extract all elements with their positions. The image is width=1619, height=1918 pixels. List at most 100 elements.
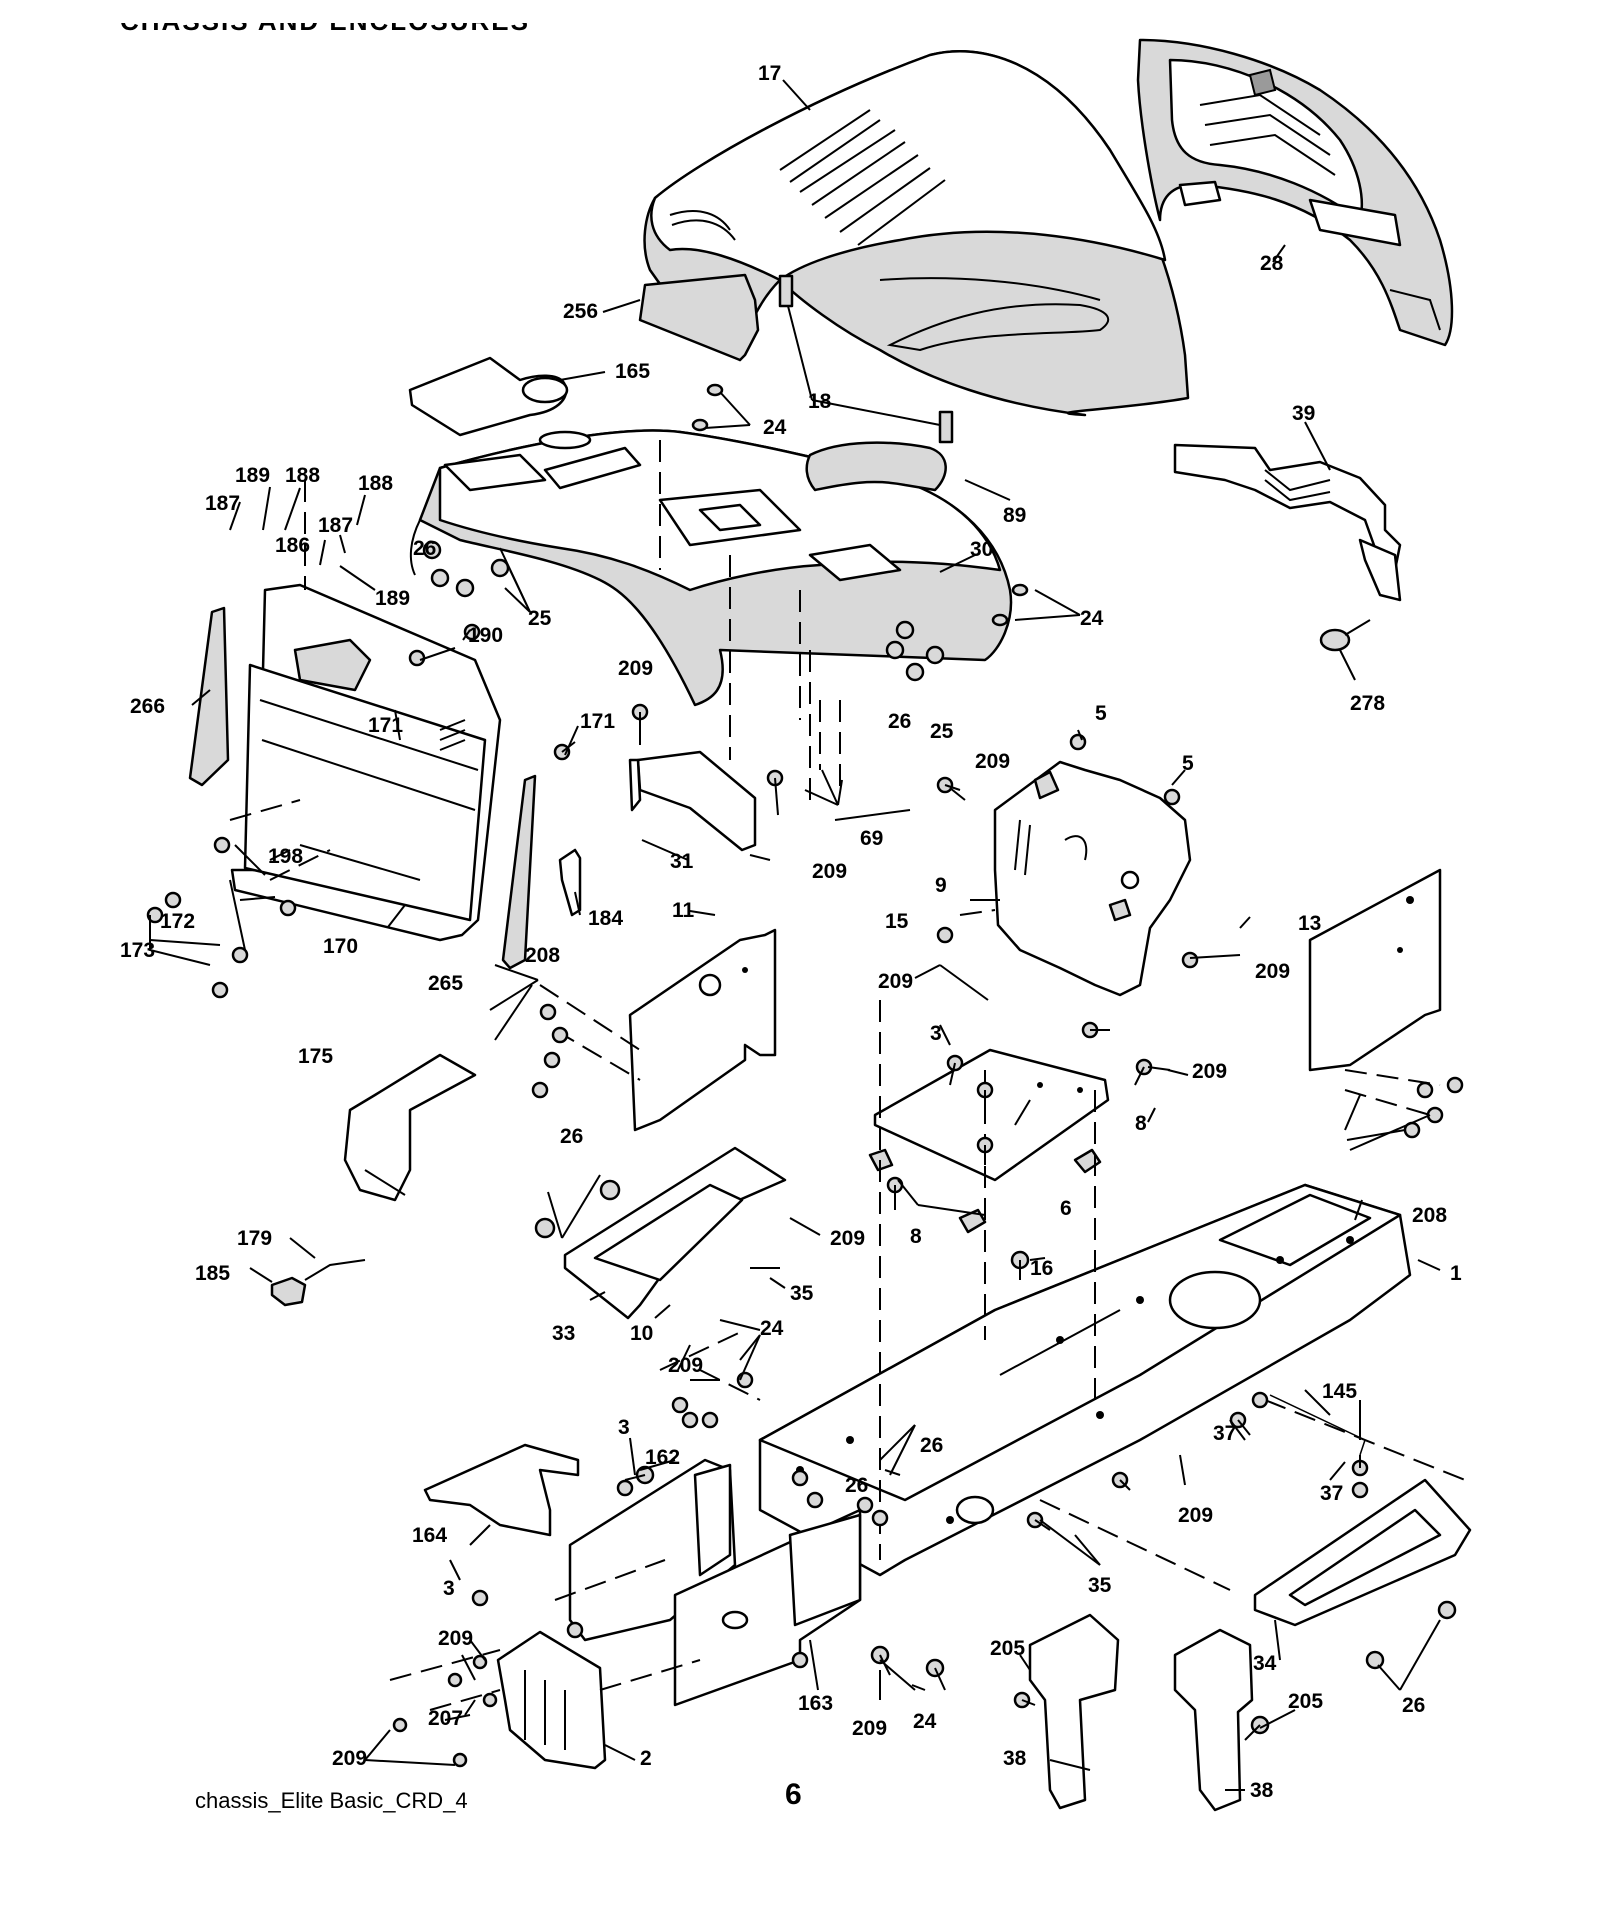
front-panel-part-170 [230,583,502,942]
callout-label: 3 [618,1416,630,1439]
callout-label: 30 [970,538,993,561]
callout-label: 26 [413,537,436,560]
callout-label: 209 [830,1227,865,1250]
callout-label: 208 [525,944,560,967]
callout-label: 171 [580,710,615,733]
callout-label: 170 [323,935,358,958]
callout-label: 16 [1030,1257,1053,1280]
callout-label: 187 [318,514,353,537]
clip-part-8-a [1073,1148,1102,1174]
panel-part-165 [408,356,569,437]
callout-label: 172 [160,910,195,933]
callout-label: 69 [860,827,883,850]
bracket-part-184 [558,848,582,917]
callout-label: 89 [1003,504,1026,527]
stud-part-18-upper [778,274,794,308]
callout-label: 26 [560,1125,583,1148]
callout-label: 209 [332,1747,367,1770]
callout-labels: 17 28 256 165 18 24 39 89 30 189 188 187… [120,62,1462,1802]
bracket-part-175 [343,1053,477,1202]
grille-part-28 [1136,38,1454,347]
handle-part-185 [270,1276,307,1307]
callout-label: 187 [205,492,240,515]
callout-label: 209 [852,1717,887,1740]
callout-label: 26 [1402,1694,1425,1717]
callout-label: 35 [790,1282,814,1305]
callout-label: 186 [275,534,310,557]
callout-label: 33 [552,1322,575,1345]
callout-label: 278 [1350,692,1385,715]
section-header: CHASSIS AND ENCLOSURES [120,6,530,36]
callout-label: 189 [375,587,410,610]
callout-label: 11 [672,899,695,922]
callout-label: 8 [910,1225,922,1248]
callout-label: 35 [1088,1574,1112,1597]
callout-label: 15 [885,910,909,933]
callout-label: 39 [1292,402,1315,425]
callout-label: 209 [878,970,913,993]
callout-label: 207 [428,1707,463,1730]
callout-label: 28 [1260,252,1284,275]
frame-part-1 [758,1183,1412,1577]
callout-label: 179 [237,1227,272,1250]
bracket-part-31 [628,750,757,852]
rod-part-179 [304,1259,366,1281]
callout-label: 25 [930,720,954,743]
callout-label: 17 [758,62,781,85]
callout-label: 3 [930,1022,942,1045]
plate-part-11 [628,928,777,1132]
hood-part-17 [643,49,1190,417]
strip-part-265 [501,774,537,970]
callout-label: 209 [1178,1504,1213,1527]
callout-label: 205 [1288,1690,1323,1713]
callout-label: 38 [1003,1747,1027,1770]
callout-label: 25 [528,607,552,630]
callout-label: 189 [235,464,270,487]
callout-label: 163 [798,1692,833,1715]
callout-label: 3 [443,1577,455,1600]
callout-label: 171 [368,714,403,737]
callout-label: 188 [358,472,393,495]
rod-part-145 [1269,1394,1366,1456]
figure-caption: chassis_Elite Basic_CRD_4 [195,1788,468,1813]
strip-part-266 [188,606,230,787]
bracket-part-164 [423,1443,580,1537]
callout-label: 209 [812,860,847,883]
callout-label: 9 [935,874,947,897]
callout-label: 185 [195,1262,230,1285]
callout-label: 265 [428,972,463,995]
callout-label: 184 [588,907,623,930]
callout-label: 38 [1250,1779,1274,1802]
callout-label: 266 [130,695,165,718]
callout-label: 198 [268,845,303,868]
callout-label: 175 [298,1045,333,1068]
callout-label: 24 [1080,607,1104,630]
callout-label: 209 [618,657,653,680]
callout-label: 26 [888,710,911,733]
leader-lines [149,79,1441,1791]
callout-label: 209 [975,750,1010,773]
callout-label: 8 [1135,1112,1147,1135]
bracket-part-39 [1173,443,1402,602]
callout-label: 10 [630,1322,653,1345]
callout-label: 209 [668,1354,703,1377]
plate-part-6 [873,1048,1110,1182]
cover-part-256 [638,273,760,362]
footrest-part-34 [1253,1478,1472,1627]
stud-part-18-lower [938,410,954,444]
page-number: 6 [785,1778,802,1811]
bracket-part-2 [496,1630,607,1770]
callout-label: 5 [1095,702,1107,725]
callout-label: 208 [1412,1204,1447,1227]
callout-label: 173 [120,939,155,962]
callout-label: 190 [468,624,503,647]
callout-label: 145 [1322,1380,1357,1403]
callout-label: 256 [563,300,598,323]
callout-label: 24 [760,1317,784,1340]
callout-label: 164 [412,1524,447,1547]
callout-label: 18 [808,390,832,413]
cover-part-89 [805,441,947,492]
callout-label: 209 [1192,1060,1227,1083]
hardware [146,383,1464,1768]
